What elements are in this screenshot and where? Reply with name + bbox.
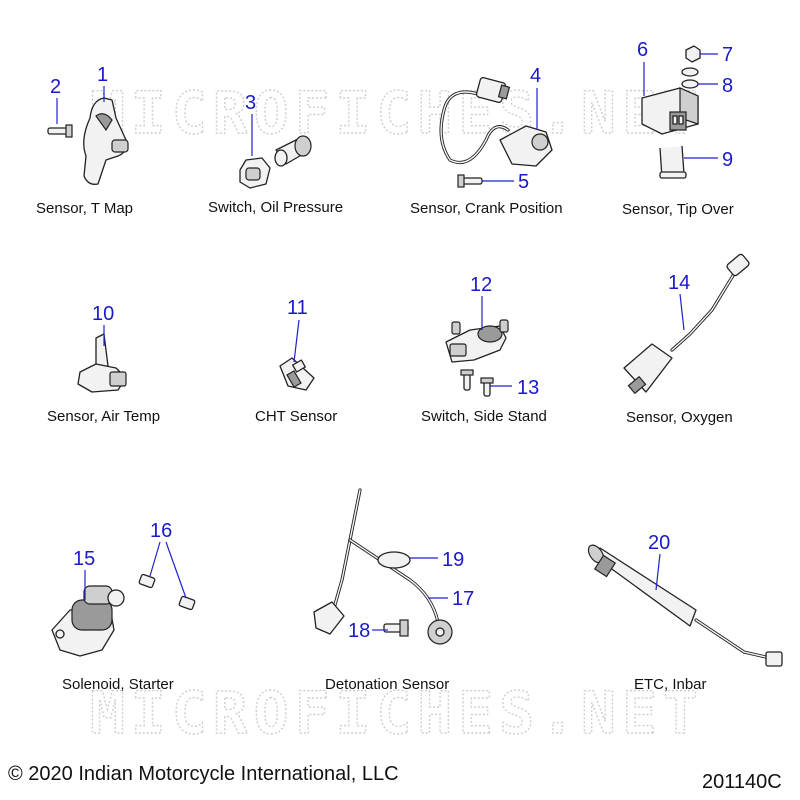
caption-sensor-tip-over: Sensor, Tip Over: [622, 201, 734, 218]
callout-13: 13: [490, 377, 539, 399]
svg-text:7: 7: [722, 44, 733, 66]
caption-switch-side-stand: Switch, Side Stand: [421, 408, 547, 425]
callout-2: 2: [50, 76, 61, 124]
cht-sensor-drawing: [279, 357, 315, 391]
callout-6: 6: [637, 39, 648, 96]
svg-text:18: 18: [348, 620, 370, 642]
callout-11: 11: [287, 297, 308, 363]
svg-text:12: 12: [470, 274, 492, 296]
watermark-top: MICROFICHES.NET: [90, 79, 704, 147]
svg-text:14: 14: [668, 272, 690, 294]
air-temp-sensor-drawing: [77, 333, 127, 393]
callout-17: 17: [428, 588, 474, 610]
caption-sensor-oxygen: Sensor, Oxygen: [626, 409, 733, 426]
copyright-notice: © 2020 Indian Motorcycle International, …: [8, 763, 399, 785]
etc-inbar-drawing: [587, 544, 783, 667]
svg-text:16: 16: [150, 520, 172, 542]
tip-over-sensor-drawing: [641, 45, 701, 179]
callout-20: 20: [648, 532, 670, 591]
svg-text:5: 5: [518, 171, 529, 193]
callout-8: 8: [698, 75, 733, 97]
caption-detonation-sensor: Detonation Sensor: [325, 676, 449, 693]
svg-text:19: 19: [442, 549, 464, 571]
svg-text:10: 10: [92, 303, 114, 325]
callout-16: 16: [149, 520, 187, 599]
svg-text:1: 1: [97, 64, 108, 86]
callout-4: 4: [530, 65, 541, 130]
watermark-bottom: MICROFICHES.NET: [90, 679, 704, 747]
caption-etc-inbar: ETC, Inbar: [634, 676, 707, 693]
callout-10: 10: [92, 303, 114, 346]
callout-5: 5: [482, 171, 529, 193]
detonation-sensor-drawing: [313, 488, 453, 645]
diagram-id: 201140C: [702, 771, 782, 793]
callout-7: 7: [700, 44, 733, 66]
svg-text:13: 13: [517, 377, 539, 399]
callout-1: 1: [97, 64, 108, 102]
callout-14: 14: [668, 272, 690, 331]
callout-15: 15: [73, 548, 95, 600]
svg-text:11: 11: [287, 297, 308, 319]
oxygen-sensor-drawing: [623, 253, 750, 395]
caption-sensor-crank-position: Sensor, Crank Position: [410, 200, 563, 217]
starter-solenoid-drawing: [51, 573, 196, 657]
t-map-sensor-drawing: [47, 97, 129, 185]
oil-pressure-switch-drawing: [239, 135, 312, 189]
callout-3: 3: [245, 92, 256, 156]
caption-cht-sensor: CHT Sensor: [255, 408, 337, 425]
svg-text:8: 8: [722, 75, 733, 97]
svg-text:2: 2: [50, 76, 61, 98]
caption-sensor-t-map: Sensor, T Map: [36, 200, 133, 217]
svg-text:17: 17: [452, 588, 474, 610]
callout-18: 18: [348, 620, 388, 642]
caption-solenoid-starter: Solenoid, Starter: [62, 676, 174, 693]
svg-text:15: 15: [73, 548, 95, 570]
svg-text:4: 4: [530, 65, 541, 87]
svg-text:6: 6: [637, 39, 648, 61]
callout-19: 19: [410, 549, 464, 571]
callout-9: 9: [684, 149, 733, 171]
svg-text:20: 20: [648, 532, 670, 554]
side-stand-switch-drawing: [445, 319, 509, 397]
caption-sensor-air-temp: Sensor, Air Temp: [47, 408, 160, 425]
callout-12: 12: [470, 274, 492, 330]
svg-text:3: 3: [245, 92, 256, 114]
svg-text:9: 9: [722, 149, 733, 171]
crank-position-sensor-drawing: [439, 77, 553, 188]
caption-switch-oil-pressure: Switch, Oil Pressure: [208, 199, 343, 216]
